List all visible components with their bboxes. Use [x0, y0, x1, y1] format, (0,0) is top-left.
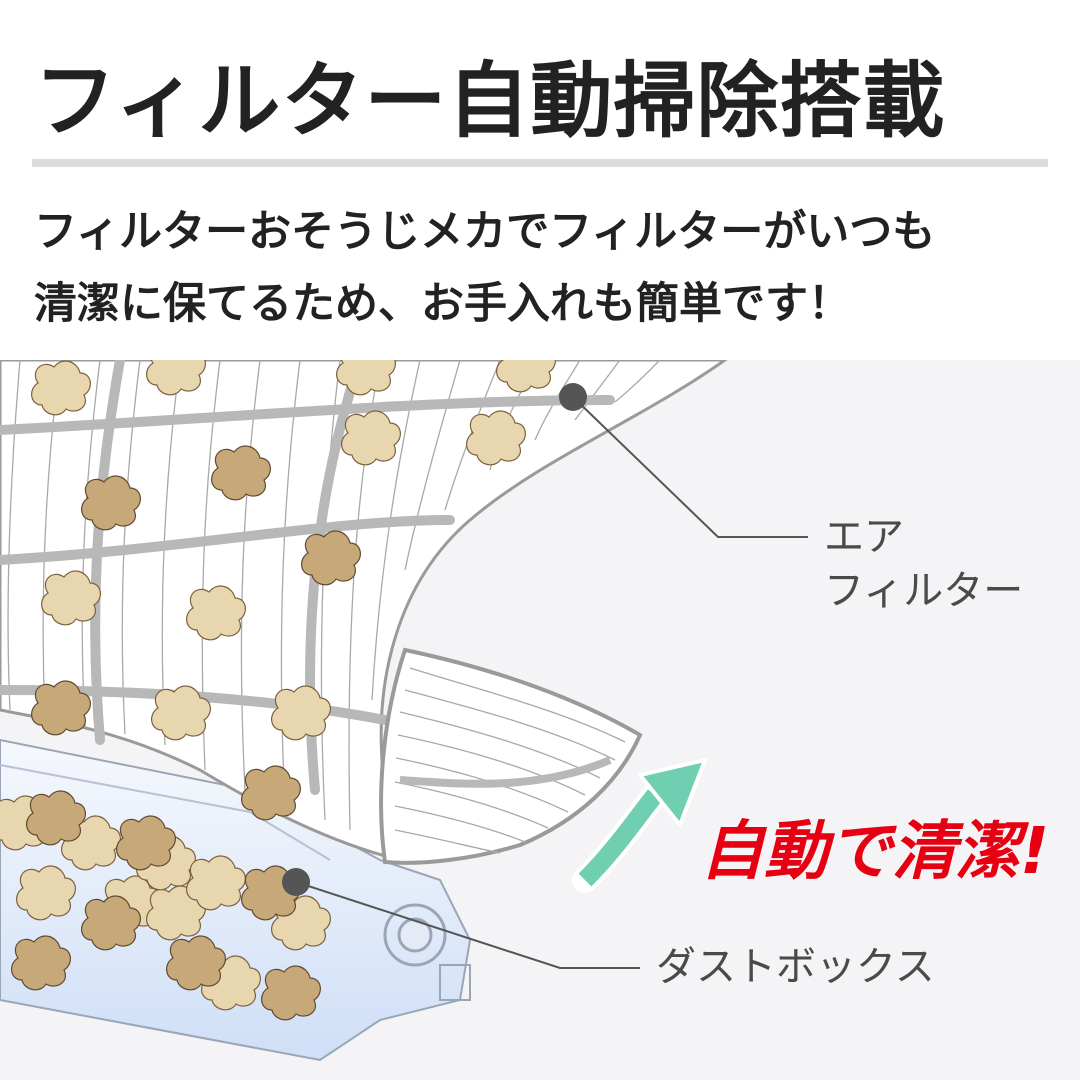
- air-filter-label-line-2: フィルター: [824, 568, 1024, 614]
- air-filter-leader-line: [559, 383, 808, 538]
- air-filter-illustration: [0, 360, 1080, 1080]
- dust-box-label: ダストボックス: [656, 944, 935, 990]
- auto-clean-callout: 自動で清潔!: [700, 815, 1050, 889]
- description-line-2: 清潔に保てるため、お手入れも簡単です！: [34, 279, 851, 329]
- title-divider: [32, 159, 1048, 167]
- air-filter-label: エア フィルター: [824, 510, 1023, 618]
- dust-box-leader-line: [282, 868, 640, 969]
- page-title: フィルター自動掃除搭載: [34, 54, 946, 149]
- air-filter-flap: [379, 647, 643, 865]
- description-line-1: フィルターおそうじメカでフィルターがいつも: [34, 207, 936, 257]
- air-filter-label-line-1: エア: [824, 514, 904, 560]
- curved-arrow-up-icon: [572, 758, 707, 893]
- description: フィルターおそうじメカでフィルターがいつも 清潔に保てるため、お手入れも簡単です…: [34, 196, 935, 340]
